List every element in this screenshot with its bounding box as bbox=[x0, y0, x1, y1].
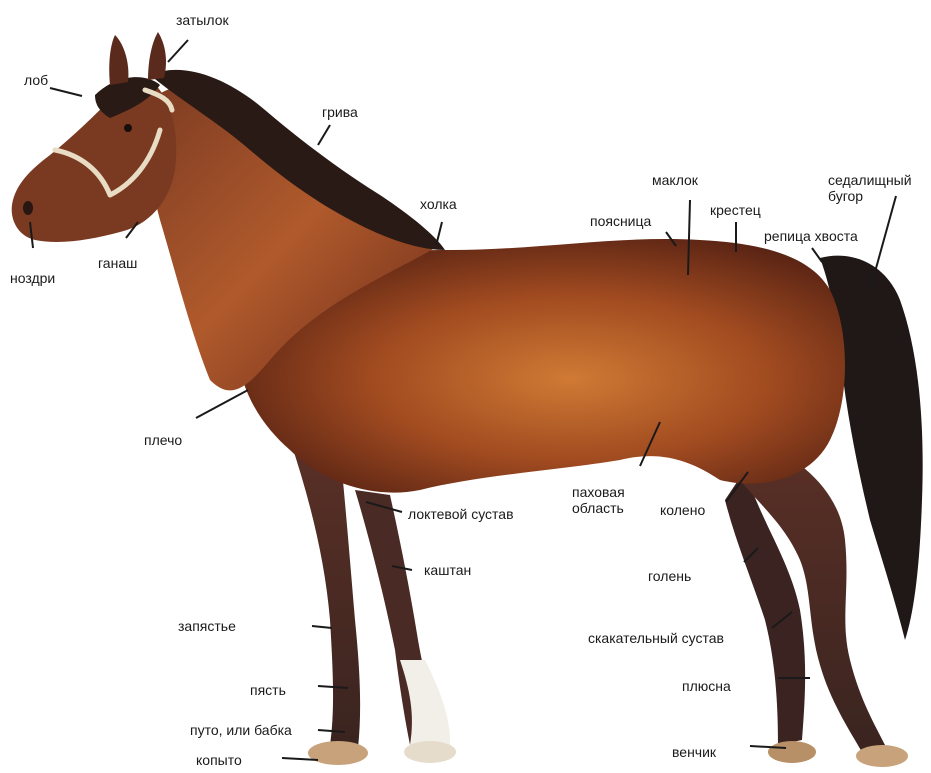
label-skakatelny-sustav: скакательный сустав bbox=[588, 630, 724, 646]
label-zapyastye: запястье bbox=[178, 618, 236, 634]
horse-head bbox=[12, 78, 177, 242]
label-repitsa-khvosta: репица хвоста bbox=[764, 228, 858, 244]
label-sedalishchny-bugor: седалищный бугор bbox=[828, 172, 912, 204]
label-kopyto: копыто bbox=[196, 752, 242, 768]
leader-zapyastye bbox=[312, 626, 332, 628]
hoof-near-front bbox=[308, 741, 368, 765]
leader-zatylok bbox=[168, 40, 188, 62]
label-kashtan: каштан bbox=[424, 562, 471, 578]
label-pyast: пясть bbox=[250, 682, 286, 698]
near-foreleg bbox=[290, 440, 360, 748]
label-nozdri: ноздри bbox=[10, 270, 55, 286]
leader-repitsa bbox=[812, 248, 822, 262]
label-lob: лоб bbox=[24, 72, 48, 88]
label-koleno: колено bbox=[660, 502, 705, 518]
label-zatylok: затылок bbox=[176, 12, 229, 28]
label-plyusna: плюсна bbox=[682, 678, 731, 694]
label-loktevoy-sustav: локтевой сустав bbox=[408, 506, 514, 522]
label-venchik: венчик bbox=[672, 744, 716, 760]
label-pakhovaya-oblast: паховая область bbox=[572, 484, 625, 516]
label-puto: путо, или бабка bbox=[190, 722, 292, 738]
leader-plecho bbox=[196, 390, 248, 418]
label-krestets: крестец bbox=[710, 202, 761, 218]
hoof-far-front bbox=[404, 741, 456, 763]
hoof-near-hind bbox=[856, 745, 908, 767]
label-griva: грива bbox=[322, 104, 358, 120]
leader-griva bbox=[318, 125, 330, 145]
leader-lob bbox=[50, 88, 82, 96]
label-kholka: холка bbox=[420, 196, 457, 212]
hoof-far-hind bbox=[768, 741, 816, 763]
label-plecho: плечо bbox=[144, 432, 182, 448]
label-golen: голень bbox=[648, 568, 691, 584]
label-maklok: маклок bbox=[652, 172, 698, 188]
horse-nostril bbox=[23, 201, 33, 215]
label-poyasnitsa: поясница bbox=[590, 213, 651, 229]
horse-ear-left bbox=[109, 35, 128, 85]
label-ganash: ганаш bbox=[98, 255, 137, 271]
horse-eye bbox=[124, 124, 132, 132]
horse-ear-right bbox=[148, 32, 166, 80]
